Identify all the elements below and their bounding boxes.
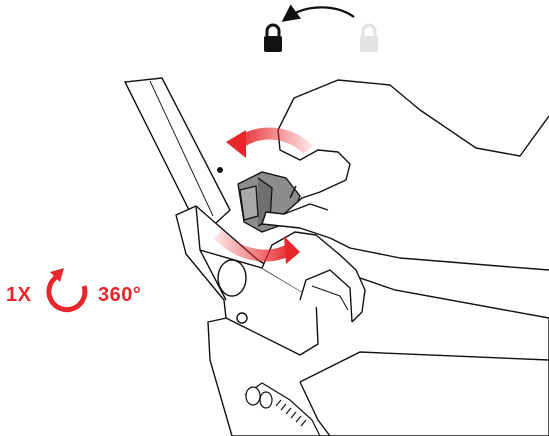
pole [125,78,230,236]
unlocked-icon [360,25,378,52]
circular-arrow-icon [49,268,85,310]
locked-icon [264,25,282,52]
rotation-count-label: 1X [6,283,31,307]
rotation-angle-label: 360° [98,283,141,307]
curved-arrow-left-icon [287,7,354,18]
